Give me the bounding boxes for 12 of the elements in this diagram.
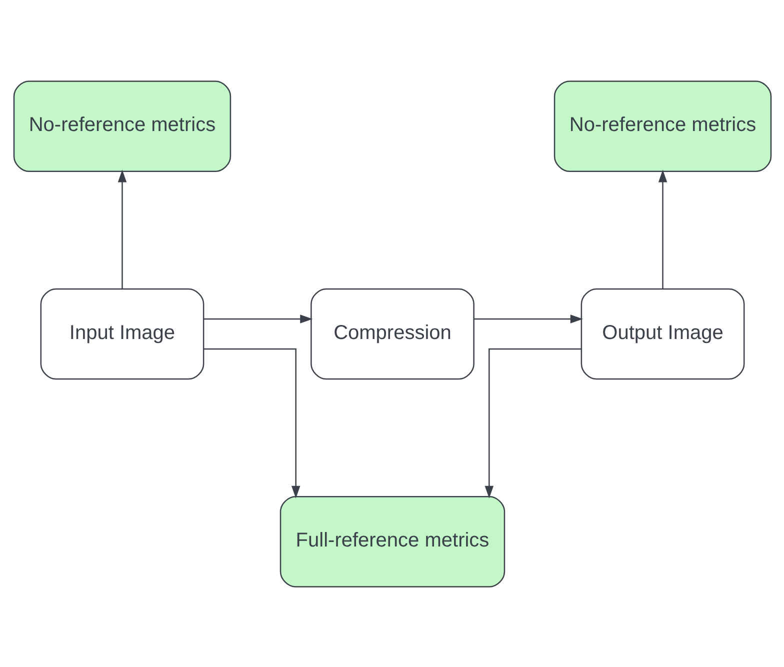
node-box: No-reference metrics: [553, 80, 772, 172]
arrow: [203, 314, 312, 323]
node-box: Input Image: [40, 288, 204, 380]
arrow: [473, 314, 582, 323]
node-box: Output Image: [580, 288, 744, 380]
node-box: Compression: [310, 288, 474, 380]
node-box: Full-reference metrics: [279, 496, 505, 587]
arrow: [484, 348, 581, 498]
arrow: [203, 348, 300, 498]
node-box: No-reference metrics: [12, 80, 231, 172]
arrow: [658, 169, 667, 288]
arrow: [117, 169, 126, 288]
